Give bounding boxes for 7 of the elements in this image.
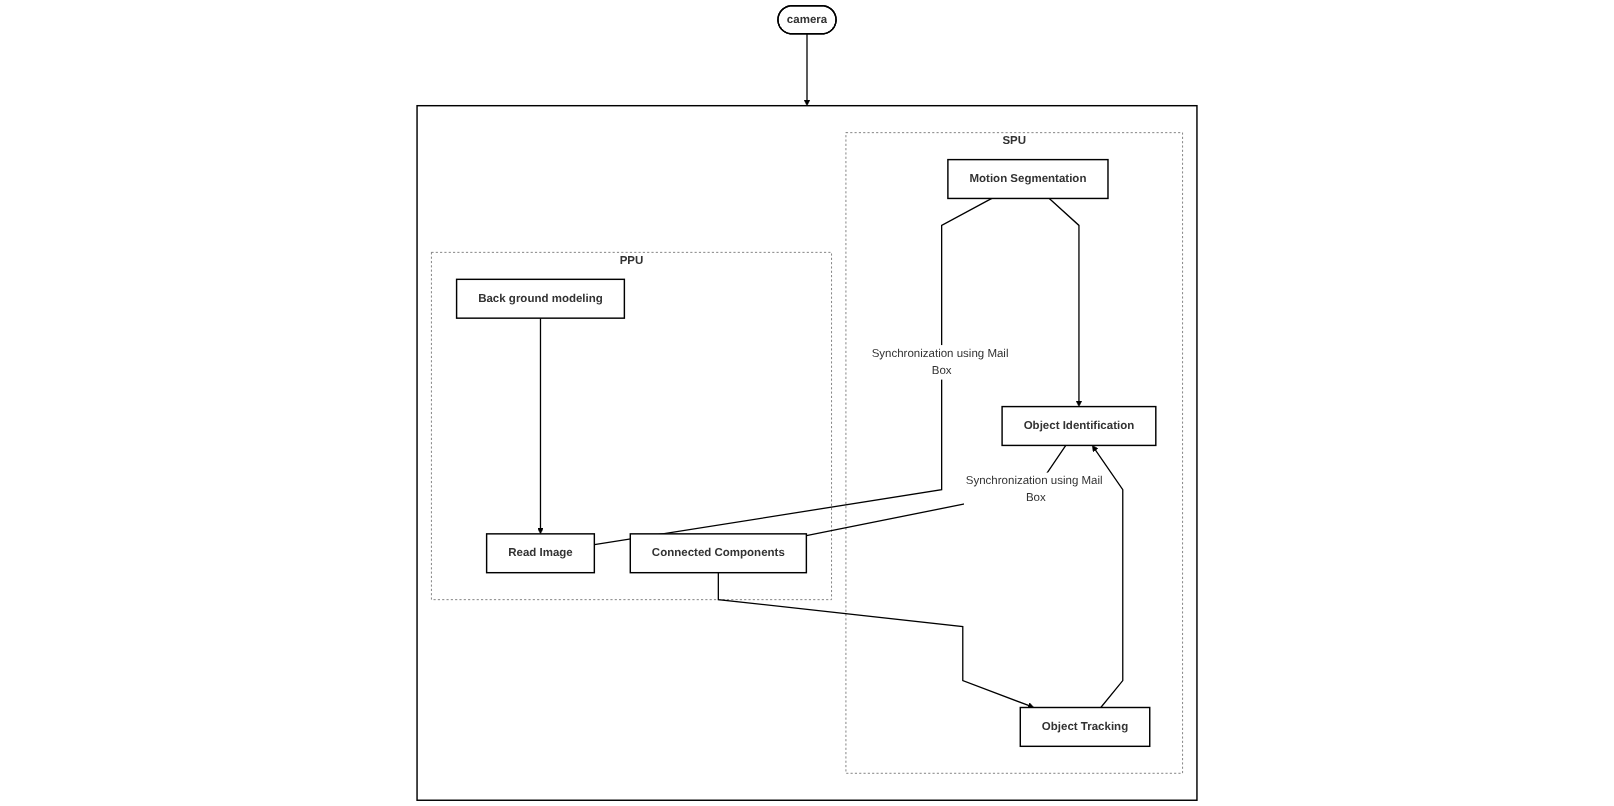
connector (593, 197, 993, 546)
arrow (803, 33, 811, 106)
arrow (1092, 445, 1124, 709)
cluster (416, 104, 1198, 801)
arrow (1048, 197, 1083, 407)
arrow (537, 317, 544, 535)
arrow (717, 572, 1035, 709)
